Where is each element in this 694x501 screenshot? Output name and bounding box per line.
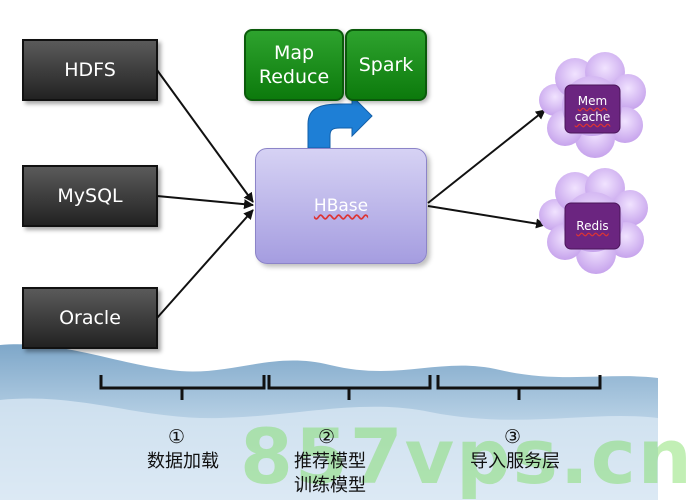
connector-mysql-hbase (156, 195, 254, 210)
stage-1-number: ① (168, 426, 186, 448)
stage-3-number: ③ (504, 426, 522, 448)
stage-3-label: 导入服务层 (470, 451, 560, 472)
source-hdfs-label: HDFS (64, 59, 116, 81)
hbase-label: HBase (313, 196, 369, 216)
connector-hbase-redis (427, 205, 546, 229)
source-mysql-label: MySQL (57, 185, 123, 207)
connector-hbase-memcache (427, 109, 546, 204)
diagram-canvas (0, 52, 658, 500)
cloud-memcache (539, 52, 646, 158)
bracket-stage-1 (99, 375, 266, 400)
connector-hdfs-hbase (156, 69, 254, 203)
spark-label: Spark (358, 54, 414, 76)
bracket-stage-2 (267, 375, 432, 400)
redis-label: Redis (576, 219, 609, 233)
stage-2-number: ② (318, 426, 336, 448)
bracket-stage-3 (436, 375, 602, 400)
spark-box: Spark (345, 29, 427, 101)
watermark: 857vps.cn (240, 412, 694, 501)
mountain-backdrop-front (0, 398, 658, 500)
source-oracle: Oracle (22, 287, 158, 349)
source-hdfs: HDFS (22, 39, 158, 101)
feedback-arrow (307, 94, 373, 149)
stage-1-label: 数据加载 (147, 451, 219, 472)
source-oracle-label: Oracle (59, 307, 121, 329)
mapreduce-box: Map Reduce (244, 29, 344, 101)
mapreduce-label: Map Reduce (258, 42, 330, 88)
memcache-label: Mem cache (574, 94, 611, 124)
stage-2-label: 推荐模型 训练模型 (294, 451, 366, 496)
cloud-redis (539, 168, 648, 274)
source-mysql: MySQL (22, 165, 158, 227)
hbase-box: HBase (255, 148, 427, 264)
connector-oracle-hbase (156, 209, 254, 319)
